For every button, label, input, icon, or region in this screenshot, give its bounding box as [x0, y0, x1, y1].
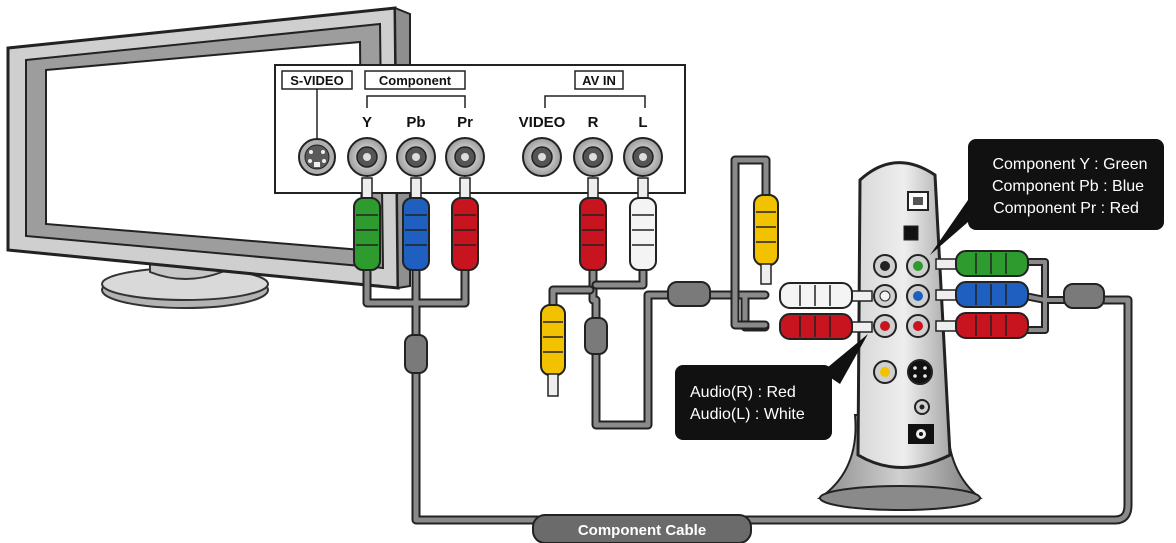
plug-red-audio-r — [579, 197, 607, 271]
tower-audio-jack — [914, 399, 930, 415]
component-cable-label: Component Cable — [532, 514, 752, 543]
plug-blue-tower — [955, 281, 1029, 308]
plug-blue-pb — [402, 197, 430, 271]
plug-red-pr — [451, 197, 479, 271]
tv-back-panel: S-VIDEO Component AV IN Y Pb Pr VIDEO R … — [274, 64, 686, 194]
component-callout-line-3: Component Pr : Red — [993, 200, 1139, 217]
rca-jack-r — [573, 137, 613, 177]
plug-red-pr-tower — [955, 312, 1029, 339]
component-callout-line-2: Component Pb : Blue — [992, 178, 1144, 195]
tower-jack-green — [906, 254, 930, 278]
audio-callout-line-1: Audio(R) : Red — [690, 384, 796, 401]
ferrite-cores — [404, 281, 1105, 374]
plug-green-tower — [955, 250, 1029, 277]
tower-plugs — [779, 250, 1029, 340]
tower-svideo-jack — [907, 359, 933, 385]
svideo-jack — [298, 138, 336, 176]
plug-red-tower — [779, 313, 853, 340]
tower-jack-red-2 — [906, 314, 930, 338]
tv-plugs — [353, 177, 657, 271]
plug-yellow-loose — [540, 304, 566, 376]
rca-jack-pr — [445, 137, 485, 177]
audio-callout-line-2: Audio(L) : White — [690, 406, 805, 423]
plug-green-y — [353, 197, 381, 271]
plug-white-audio-l — [629, 197, 657, 271]
plug-white-tower — [779, 282, 853, 309]
tower-jack-red-1 — [873, 314, 897, 338]
tower-jack-yellow — [873, 360, 897, 384]
audio-callout-box — [675, 365, 832, 440]
component-callout-box — [968, 139, 1164, 230]
avin-label: AV IN — [582, 73, 616, 88]
jack-label-l: L — [638, 114, 647, 131]
jack-label-pb: Pb — [406, 114, 425, 131]
jack-label-y: Y — [362, 114, 372, 131]
tower-jack-blue — [906, 284, 930, 308]
rca-jack-pb — [396, 137, 436, 177]
loose-yellow-plugs — [540, 194, 779, 397]
svideo-label: S-VIDEO — [290, 73, 343, 88]
component-cable-label-text: Component Cable — [578, 522, 706, 539]
rca-jack-y — [347, 137, 387, 177]
audio-callout: Audio(R) : Red Audio(L) : White — [675, 334, 868, 440]
tower-power-jack — [908, 424, 934, 444]
media-tower — [816, 161, 983, 511]
jack-label-r: R — [588, 114, 599, 131]
jack-label-pr: Pr — [457, 114, 473, 131]
component-label: Component — [379, 73, 452, 88]
rca-jack-l — [623, 137, 663, 177]
tower-jack-black-1 — [873, 254, 897, 278]
tower-jack-white — [873, 284, 897, 308]
rca-jack-video — [522, 137, 562, 177]
component-callout-line-1: Component Y : Green — [992, 156, 1147, 173]
jack-label-video: VIDEO — [519, 114, 566, 131]
component-callout: Component Y : Green Component Pb : Blue … — [930, 139, 1164, 255]
plug-yellow-loop — [753, 194, 779, 266]
